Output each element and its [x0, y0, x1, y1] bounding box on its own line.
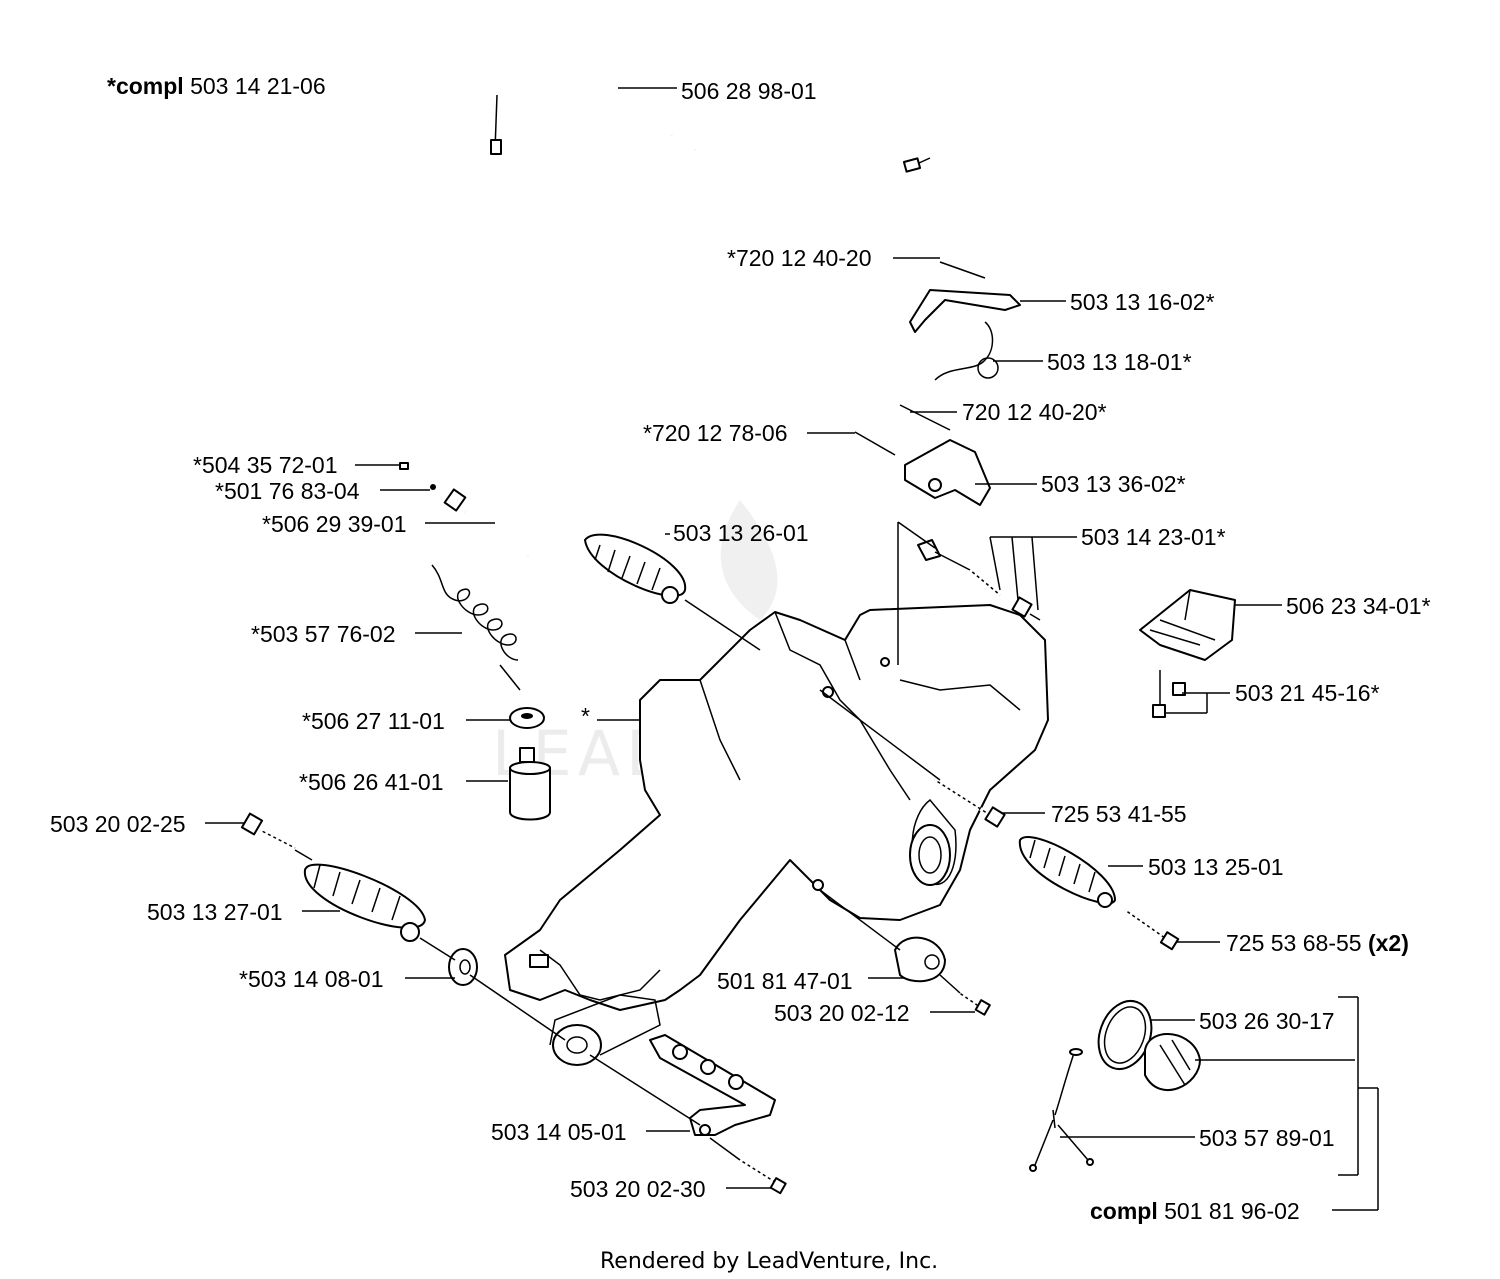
leader-lines	[205, 87, 1379, 1211]
part-label-503-13-16-02: 503 13 16-02*	[1070, 289, 1215, 315]
part-label-503-13-18-01: 503 13 18-01*	[1047, 349, 1192, 375]
part-label-503-13-36-02: 503 13 36-02*	[1041, 471, 1186, 497]
part-label-housing: *	[581, 703, 590, 729]
part-label-720-12-40-20-b: 720 12 40-20*	[962, 399, 1107, 425]
part-label-503-14-23-01: 503 14 23-01*	[1081, 524, 1226, 550]
part-label-503-26-30-17: 503 26 30-17	[1199, 1008, 1335, 1034]
part-label-503-13-26-01: 503 13 26-01	[673, 520, 809, 546]
part-label-503-20-02-25: 503 20 02-25	[50, 811, 186, 837]
fuel-pickup-drawing	[399, 462, 530, 559]
fuel-hose-spring-drawing	[431, 564, 521, 691]
oil-cap-drawing	[1029, 1000, 1201, 1172]
kit-bottom-label: compl 501 81 96-02	[1090, 1198, 1300, 1224]
part-label-503-14-08-01: *503 14 08-01	[239, 966, 384, 992]
throttle-lockout-drawing	[854, 404, 991, 506]
part-label-506-26-41-01: *506 26 41-01	[299, 769, 444, 795]
kit-top-label: *compl 503 14 21-06	[107, 73, 326, 99]
part-label-503-14-05-01: 503 14 05-01	[491, 1119, 627, 1145]
part-label-720-12-78-06: *720 12 78-06	[643, 420, 788, 446]
part-label-506-28-98-01: 506 28 98-01	[681, 78, 817, 104]
fuel-filter-drawing	[509, 747, 551, 821]
part-label-503-57-76-02: *503 57 76-02	[251, 621, 396, 647]
buffer-spring-left-drawing	[303, 863, 426, 942]
buffer-spring-top-drawing	[584, 533, 687, 604]
trigger-pin-drawing	[909, 261, 1021, 333]
throttle-cable-drawing	[490, 53, 931, 187]
part-label-501-81-47-01: 501 81 47-01	[717, 968, 853, 994]
part-label-504-35-72-01: *504 35 72-01	[193, 452, 338, 478]
watermark-logo	[720, 500, 778, 620]
part-label-506-29-39-01: *506 29 39-01	[262, 511, 407, 537]
screw-725-53-41-55-drawing	[933, 778, 1006, 828]
part-labels: *compl 503 14 21-06 506 28 98-01 *720 12…	[50, 73, 1431, 1224]
part-label-503-57-89-01: 503 57 89-01	[1199, 1125, 1335, 1151]
part-label-503-20-02-30: 503 20 02-30	[570, 1176, 706, 1202]
bracket-drawing	[649, 1034, 776, 1136]
part-label-506-27-11-01: *506 27 11-01	[302, 708, 445, 734]
crankcase-housing-drawing	[504, 604, 1049, 1066]
part-label-501-76-83-04: *501 76 83-04	[215, 478, 360, 504]
screw-set-503-14-23-01-drawing	[917, 539, 1041, 621]
screw-503-20-02-25-drawing	[240, 812, 296, 850]
trigger-spring-drawing	[934, 321, 999, 381]
part-label-725-53-68-55: 725 53 68-55 (x2)	[1226, 930, 1409, 956]
chain-guard-plate-drawing	[1139, 589, 1236, 718]
buffer-spring-right-drawing	[1018, 836, 1116, 908]
part-label-506-23-34-01: 506 23 34-01*	[1286, 593, 1431, 619]
bushing-drawing	[894, 936, 991, 1016]
grommet-drawing	[509, 707, 545, 729]
screw-503-20-02-30-drawing	[739, 1158, 787, 1195]
screw-725-53-68-55-drawing	[1124, 908, 1180, 951]
part-label-720-12-40-20: *720 12 40-20	[727, 245, 872, 271]
part-label-503-21-45-16: 503 21 45-16*	[1235, 680, 1380, 706]
footer-credit: Rendered by LeadVenture, Inc.	[600, 1249, 938, 1274]
part-label-503-13-27-01: 503 13 27-01	[147, 899, 283, 925]
washer-drawing	[448, 948, 478, 986]
part-label-725-53-41-55: 725 53 41-55	[1051, 801, 1187, 827]
part-label-503-13-25-01: 503 13 25-01	[1148, 854, 1284, 880]
part-label-503-20-02-12: 503 20 02-12	[774, 1000, 910, 1026]
